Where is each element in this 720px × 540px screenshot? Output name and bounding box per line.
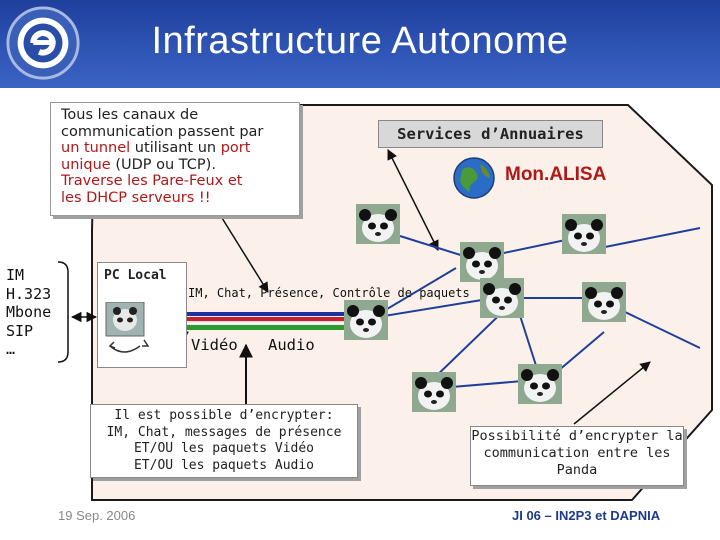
protocol-item: SIP bbox=[6, 321, 34, 340]
intro-line: un tunnel utilisant un port bbox=[61, 140, 289, 157]
in2p3-logo-icon bbox=[6, 6, 80, 80]
control-stream bbox=[180, 312, 346, 316]
encryption-note: Il est possible d’encrypter: IM, Chat, m… bbox=[90, 404, 358, 478]
slide-header: Infrastructure Autonome bbox=[0, 0, 720, 88]
panda-node-icon bbox=[356, 204, 400, 244]
panda-note-line: communication entre les bbox=[483, 445, 671, 461]
panda-box-arrow bbox=[573, 361, 651, 425]
intro-mid: utilisant un bbox=[130, 140, 221, 156]
intro-rest: (UDP ou TCP). bbox=[110, 156, 216, 173]
intro-line: unique (UDP ou TCP). bbox=[61, 157, 289, 174]
intro-line: les DHCP serveurs !! bbox=[61, 189, 211, 206]
slide-title: Infrastructure Autonome bbox=[151, 20, 569, 62]
video-stream bbox=[180, 317, 346, 321]
footer-date: 19 Sep. 2006 bbox=[58, 508, 136, 523]
panda-node-icon bbox=[582, 282, 626, 322]
encrypt-line: ET/OU les paquets Audio bbox=[133, 457, 314, 473]
protocol-item: … bbox=[6, 340, 16, 358]
link bbox=[371, 297, 495, 319]
footer-event: JI 06 – IN2P3 et DAPNIA bbox=[512, 508, 661, 523]
link bbox=[599, 227, 701, 249]
audio-stream bbox=[180, 325, 346, 330]
tunnel-arrow bbox=[221, 217, 269, 293]
encrypt-line: IM, Chat, messages de présence bbox=[106, 424, 342, 440]
globe-icon bbox=[453, 157, 495, 199]
pc-local-label: PC Local bbox=[104, 268, 167, 283]
panda-node-icon bbox=[518, 364, 562, 404]
pc-local-box: PC Local bbox=[97, 262, 187, 368]
video-label: Vidéo bbox=[191, 336, 238, 354]
monalisa-label: Mon.ALISA bbox=[505, 164, 607, 185]
panda-node-icon bbox=[562, 214, 606, 254]
local-panda-icon bbox=[105, 302, 150, 353]
directory-services-label: Services d’Annuaires bbox=[378, 120, 603, 148]
audio-label: Audio bbox=[268, 336, 315, 354]
encrypt-line: ET/OU les paquets Vidéo bbox=[133, 441, 314, 456]
tunnel-description: Tous les canaux de communication passent… bbox=[50, 102, 300, 216]
control-flow-label: IM, Chat, Présence, Contrôle de paquets bbox=[188, 286, 470, 300]
white-stream bbox=[179, 321, 347, 326]
panda-note-line: Possibilité d’encrypter la bbox=[471, 428, 683, 444]
directory-arrow bbox=[387, 149, 439, 251]
link bbox=[399, 235, 471, 259]
panda-node-icon bbox=[480, 278, 524, 318]
intro-unique: unique bbox=[61, 156, 111, 173]
panda-node-icon bbox=[460, 242, 504, 282]
panda-node-icon bbox=[344, 300, 388, 340]
encrypt-line: Il est possible d’encrypter: bbox=[114, 408, 334, 423]
intro-line: Traverse les Pare-Feux et bbox=[61, 173, 243, 189]
protocol-bracket bbox=[57, 261, 69, 363]
intro-line: communication passent par bbox=[61, 123, 264, 140]
intro-tunnel: un tunnel bbox=[61, 140, 131, 156]
protocol-item: Mbone bbox=[6, 303, 52, 321]
panda-node-icon bbox=[412, 372, 456, 412]
protocol-list: IM H.323 Mbone SIP … bbox=[6, 266, 51, 359]
panda-encryption-note: Possibilité d’encrypter la communication… bbox=[470, 426, 684, 486]
intro-port: port bbox=[220, 140, 251, 156]
protocol-item: IM bbox=[6, 266, 25, 284]
panda-note-line: Panda bbox=[556, 462, 598, 478]
intro-line: Tous les canaux de bbox=[61, 107, 199, 123]
protocol-item: H.323 bbox=[6, 284, 52, 303]
